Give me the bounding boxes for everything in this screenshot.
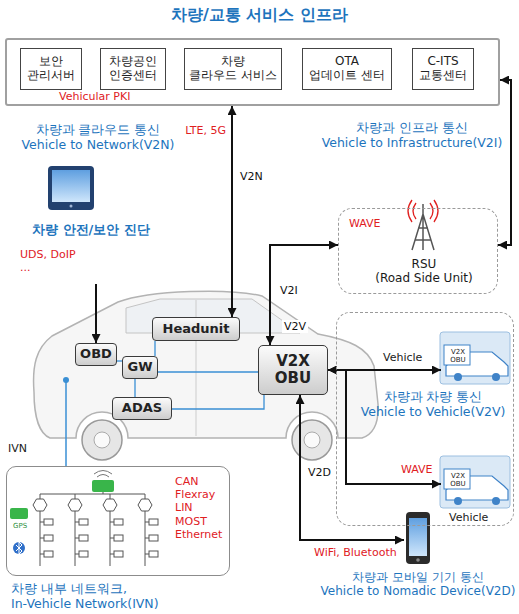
ecu-box: ADAS [112, 397, 172, 420]
protocol-label: LTE, 5G [183, 124, 228, 137]
network-branch [68, 494, 88, 566]
ivn-panel: CAN Flexray LIN MOST Ethernet차량 내부 네트워크,… [6, 466, 230, 576]
box-label: OTA 업데이트 센터 [309, 55, 385, 83]
diagnostic-tablet [48, 166, 94, 210]
rsu-label: RSU (Road Side Unit) [375, 257, 472, 286]
obu-box: V2X OBU [258, 345, 328, 395]
box-label: ADAS [122, 401, 162, 416]
box-label: GW [127, 360, 152, 375]
protocol-label: UDS, DoIP ... [20, 248, 76, 274]
comm-arrow [498, 80, 511, 245]
edge-label: V2V [282, 320, 308, 333]
vehicle-picture [440, 456, 510, 508]
mobile-device: 차량과 모바일 기기 통신 Vehicle to Nomadic Device(… [404, 512, 432, 566]
wifi-waves [94, 471, 112, 478]
server-box: OTA 업데이트 센터 [302, 48, 392, 90]
comm-arrow [328, 370, 441, 484]
obu-tag: V2X OBU [450, 348, 465, 365]
rsu-antenna [412, 204, 434, 250]
car-body [34, 291, 379, 438]
phone-body [406, 512, 430, 564]
router-icon [92, 480, 114, 492]
diagnostic-screen [52, 170, 90, 202]
network-bus [40, 492, 145, 494]
protocol-label: WiFi, Bluetooth [312, 546, 399, 559]
box-label: OBD [80, 347, 112, 362]
tablet-button [70, 205, 73, 208]
vehicle-icon: VehicleV2X OBU [441, 333, 511, 385]
pki-label: Vehicular PKI [59, 90, 130, 103]
bluetooth-rune [16, 542, 22, 554]
vehicle-label: Vehicle [383, 351, 422, 364]
gps-label: GPS [11, 522, 29, 530]
server-box: 차량공인 인증센터 [100, 48, 166, 90]
car-wheel [82, 420, 122, 460]
ivn-leader-dot [63, 377, 69, 383]
ecu-box: Headunit [152, 317, 240, 341]
rsu-zone: WAVE RSU (Road Side Unit) [338, 208, 498, 294]
network-branch [103, 494, 123, 566]
section-heading: 차량 내부 네트워크, In-Vehicle Network(IVN) [11, 581, 159, 611]
box-label: Headunit [163, 322, 230, 337]
server-box: 보안 관리서버 [20, 48, 82, 90]
bluetooth-icon [13, 542, 25, 554]
car-wheel [292, 420, 332, 460]
gps-icon [10, 508, 28, 519]
v2v-zone: 차량과 차량 통신 Vehicle to Vehicle(V2V) WAVE Veh… [336, 312, 514, 526]
car-wheel-hub [94, 432, 110, 448]
bus-wire [172, 395, 264, 409]
bus-wire [134, 379, 135, 397]
ivn-leader-line [65, 380, 67, 466]
edge-label: V2I [278, 284, 300, 297]
protocol-label: WAVE [401, 463, 433, 476]
section-heading: 차량과 인프라 통신 Vehicle to Infrastructure(V2I… [320, 120, 505, 150]
phone-button [416, 558, 420, 562]
obu-tag: V2X OBU [450, 472, 465, 489]
diagram-title: 차량/교통 서비스 인프라 [171, 5, 348, 24]
section-heading: 차량과 차량 통신 Vehicle to Vehicle(V2V) [361, 389, 506, 419]
protocol-label: WAVE [349, 217, 381, 230]
section-heading: 차량 안전/보안 진단 [32, 222, 150, 238]
bus-wire [158, 371, 258, 372]
box-label: 차량 클라우드 서비스 [189, 55, 277, 83]
ecu-box: GW [122, 356, 158, 379]
network-branch [33, 494, 53, 566]
box-label: 차량공인 인증센터 [109, 55, 157, 83]
edge-label: V2D [306, 466, 333, 479]
box-label: C-ITS 교통센터 [419, 55, 467, 83]
link-label: IVN [6, 442, 29, 455]
vehicle-icon: V2X OBUVehicle [441, 457, 511, 509]
infra-panel: Vehicular PKI 보안 관리서버 차량공인 인증센터 차량 클라우드 서비스… [5, 38, 500, 106]
server-box: 차량 클라우드 서비스 [184, 48, 282, 90]
phone-screen [409, 518, 427, 556]
edge-label: V2N [238, 170, 265, 183]
comm-arrow [231, 106, 233, 317]
comm-arrow [95, 284, 97, 343]
network-branch [138, 494, 158, 566]
radio-waves [408, 200, 438, 222]
bus-wire [154, 341, 155, 356]
section-heading: 차량과 모바일 기기 통신 Vehicle to Nomadic Device(… [321, 570, 516, 599]
vehicle-picture [440, 332, 510, 384]
vehicle-label: Vehicle [449, 511, 488, 524]
box-label: 보안 관리서버 [27, 55, 75, 83]
comm-arrow [270, 245, 338, 345]
diagnostic-tool: 차량 안전/보안 진단 UDS, DoIP ... [16, 166, 166, 284]
car-wheel-hub [304, 432, 320, 448]
bus-list: CAN Flexray LIN MOST Ethernet [175, 475, 222, 541]
box-label: V2X OBU [275, 353, 311, 388]
server-box: C-ITS 교통센터 [412, 48, 474, 90]
section-heading: 차량과 클라우드 통신 Vehicle to Network(V2N) [20, 122, 177, 152]
ecu-box: OBD [75, 343, 117, 366]
